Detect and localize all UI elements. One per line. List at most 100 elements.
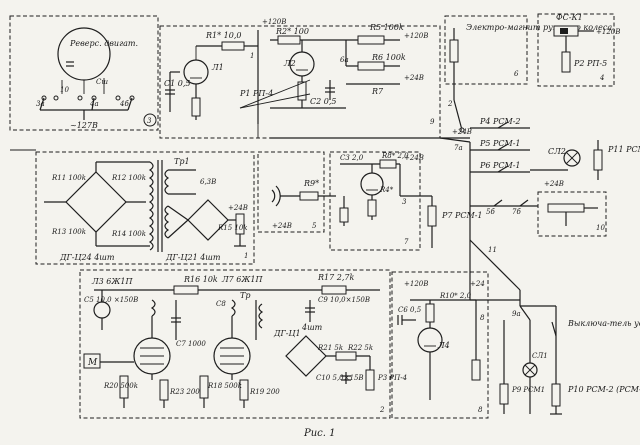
dg3-label: ДГ-Ц1: [273, 329, 301, 338]
r5-label: R5 100k: [369, 23, 404, 32]
motor-supply-label: ~127В: [70, 121, 98, 130]
block-4-frame: [537, 13, 615, 87]
v24-block5: +24В: [272, 222, 292, 230]
dg2-label: ДГ-Ц21 4шт: [165, 253, 221, 262]
tr-label: Тр: [240, 291, 250, 300]
node-1-label: 1: [250, 52, 254, 60]
r13-label: R13 100k: [51, 228, 86, 236]
block-7-circuit: [339, 159, 437, 240]
contact-3a: 3а: [36, 100, 45, 108]
block-1-number: 1: [244, 252, 248, 260]
r19-label: R19 200: [249, 388, 280, 396]
p3-label: P3 РП-4: [377, 374, 407, 382]
c1-label: C1 0,5: [164, 79, 190, 88]
block-9-frame: [159, 25, 441, 139]
p7-label: P7 РСМ-1: [441, 211, 483, 220]
photo-sensor-window: [560, 28, 568, 34]
dg1-label: ДГ-Ц24 4шт: [59, 253, 115, 262]
l5-label: Л4: [437, 341, 450, 350]
c6-label: C6 0,5: [398, 306, 422, 314]
c10-label: C10 5,0×15В: [316, 374, 364, 382]
cap-10: 10: [60, 86, 69, 94]
contact-4b: 4б: [119, 100, 129, 108]
v24-block1: +24В: [228, 204, 248, 212]
block-2-number: 2: [379, 406, 385, 414]
l1-label: Л1: [211, 63, 224, 72]
block-7-frame: [329, 151, 421, 251]
p9-sl1-group: [499, 305, 538, 414]
r11-label: R11 100k: [51, 174, 86, 182]
p1-label: P1 РП-4: [239, 89, 273, 98]
contact-7a: 7а: [454, 144, 463, 152]
block-5-number: 5: [312, 222, 317, 230]
v120-block8: +120В: [404, 280, 428, 288]
block-8-frame: [391, 271, 489, 419]
r10-label: R10* 2,0: [439, 292, 472, 300]
block-10-number: 10: [596, 224, 605, 232]
r23-label: R23 200: [169, 388, 200, 396]
p6-label: P6 РСМ-1: [479, 161, 521, 170]
contact-8: 8: [480, 314, 485, 322]
block-3-motor: [39, 27, 157, 127]
v24-bus-label: +24В: [452, 128, 472, 136]
sl1-label: СЛ1: [532, 352, 548, 360]
r18-label: R18 500k: [207, 382, 242, 390]
contact-9a: 9а: [512, 310, 521, 318]
r2-label: R2* 100: [275, 27, 309, 36]
v63-label: 6,3В: [200, 178, 216, 186]
v24-out-label: +24В: [404, 74, 424, 82]
block-2-frame: [79, 269, 391, 419]
l3-label: Л3 6Ж1П: [91, 277, 133, 286]
block-1-power-supply: [44, 160, 246, 252]
r17-label: R17 2,7k: [317, 273, 354, 282]
block-5-circuit: [271, 185, 336, 207]
p4-label: P4 РСМ-2: [479, 117, 521, 126]
block-8-number: 8: [478, 406, 483, 414]
v120-out-label: +120В: [404, 32, 428, 40]
v24-block7: +24В: [404, 154, 424, 162]
r9-label: R9*: [303, 179, 319, 188]
p2-label: P2 РП-5: [573, 59, 607, 68]
block-6-frame: [444, 15, 528, 85]
c7-label: C7 1000: [176, 340, 206, 348]
figure-caption: Рис. 1: [303, 428, 336, 439]
r7-label: R7: [371, 87, 384, 96]
relay-contacts-right: [270, 99, 603, 415]
contact-5b: 5б: [486, 208, 495, 216]
c9-label: C9 10,0×150В: [318, 296, 370, 304]
block-10-frame: [537, 191, 607, 237]
c8-label: C8: [216, 300, 226, 308]
r21-label: R21 5k: [317, 344, 343, 352]
r16-label: R16 10k: [183, 275, 218, 284]
motor-m-label: M: [87, 358, 98, 368]
c2-label: C2 0,5: [310, 97, 336, 106]
v24-block8: +24: [470, 280, 485, 288]
node-2-label: 2: [447, 100, 453, 108]
electromagnet-label: Электро-магнит рулевого колеса: [466, 23, 612, 32]
electromagnet-coil: [449, 39, 459, 63]
r8-label: R8* 2,0: [381, 152, 409, 160]
contact-7b: 7б: [512, 208, 521, 216]
block-7-number: 7: [404, 238, 409, 246]
p10-label: P10 РСМ-2 (РСМ-3): [567, 385, 640, 394]
block-1-frame: [35, 151, 255, 265]
r20-label: R20 500k: [103, 382, 138, 390]
block-9-number: 9: [430, 118, 435, 126]
switch-label: Выключа-тель установок: [567, 319, 640, 328]
l4-label: Л7 6Ж1П: [221, 275, 263, 284]
p5-label: P5 РСМ-1: [479, 139, 521, 148]
fs-label: ФС-К1: [556, 13, 583, 22]
cap-cs: Сш: [96, 78, 108, 86]
tr1-label: Тр1: [174, 157, 190, 166]
v120-label: +120В: [262, 18, 286, 26]
l2-label: Л2: [283, 59, 296, 68]
r14-label: R14 100k: [111, 230, 146, 238]
p2-coil: [561, 51, 571, 73]
c5-label: C5 10,0 ×150В: [84, 296, 138, 304]
node-11-label: 11: [488, 246, 497, 254]
p11-label: P11 РСМ-1 (РСМ-2): [607, 145, 640, 154]
node-3-label: 3: [402, 198, 407, 206]
fs-v120: +120В: [596, 28, 620, 36]
